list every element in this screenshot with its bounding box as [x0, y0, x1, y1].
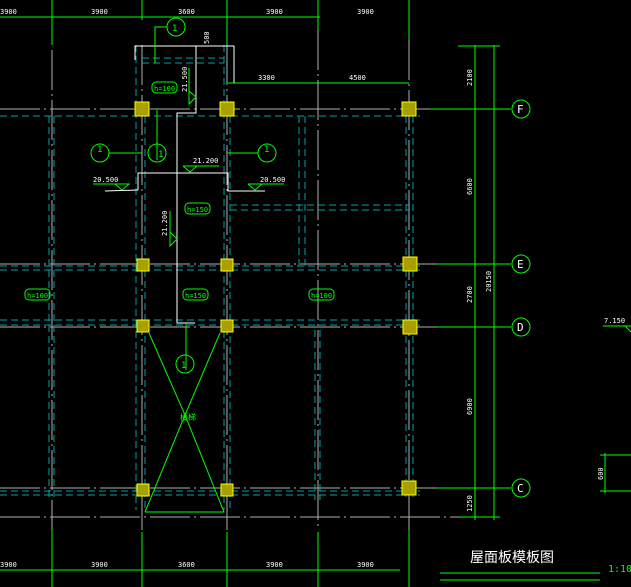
local-dim: 500: [203, 31, 211, 44]
drawing-title: 屋面板模板图: [470, 550, 554, 566]
slab-thickness: h=100: [154, 85, 175, 93]
bottom-dim: 3900: [266, 561, 283, 569]
section-mark-label: 1: [264, 145, 269, 155]
elevation-label: 21.500: [181, 67, 189, 92]
top-dim: 3600: [178, 8, 195, 16]
section-mark-label: 1: [97, 145, 102, 155]
detail-elevation: 7.150: [604, 317, 625, 325]
bottom-dim: 3900: [0, 561, 17, 569]
bottom-dim: 3900: [91, 561, 108, 569]
columns: [134, 101, 418, 497]
bottom-dim: 3600: [178, 561, 195, 569]
right-total-dim: 20150: [485, 271, 493, 292]
detail-dim: 600: [597, 467, 605, 480]
slab-tags: h=100 h=150 h=100 h=150 h=100: [24, 81, 335, 301]
elevation-label: 20.500: [260, 176, 285, 184]
top-dim: 3900: [266, 8, 283, 16]
right-dim: 6900: [466, 398, 474, 415]
dimension-texts: 3900 3900 3600 3900 3900 3900 3900 3600 …: [0, 8, 625, 569]
right-dim: 2700: [466, 286, 474, 303]
elevation-label: 21.200: [193, 157, 218, 165]
axis-label-d: D: [517, 321, 524, 334]
top-dim: 3900: [91, 8, 108, 16]
top-dim: 3900: [357, 8, 374, 16]
section-mark-label: 1: [172, 24, 177, 34]
stair-label: 楼梯: [180, 412, 196, 422]
axis-bubbles: F E D C: [511, 99, 531, 498]
right-dim: 2100: [466, 69, 474, 86]
axis-label-e: E: [517, 258, 524, 271]
drawing-scale: 1:100: [608, 564, 631, 575]
section-marks: 1 1 1 1 1: [90, 17, 277, 371]
local-dim: 3300: [258, 74, 275, 82]
slab-thickness: h=150: [187, 206, 208, 214]
local-dim: 4500: [349, 74, 366, 82]
beams: [0, 45, 420, 513]
slab-thickness: h=100: [311, 292, 332, 300]
bottom-dim: 3900: [357, 561, 374, 569]
elevation-label: 21.200: [161, 211, 169, 236]
slab-thickness: h=100: [27, 292, 48, 300]
slab-thickness: h=150: [185, 292, 206, 300]
elevation-markers: [93, 68, 631, 333]
grid-lines: [0, 30, 511, 530]
right-dim: 6600: [466, 178, 474, 195]
top-dim: 3900: [0, 8, 17, 16]
axis-label-f: F: [517, 103, 524, 116]
elevation-label: 20.500: [93, 176, 118, 184]
well-outline: [104, 45, 265, 324]
section-mark-label: 1: [181, 361, 186, 371]
stair-symbol: 楼梯: [144, 323, 225, 513]
section-mark-label: 1: [158, 150, 163, 160]
right-dim: 1250: [466, 495, 474, 512]
axis-label-c: C: [517, 482, 524, 495]
